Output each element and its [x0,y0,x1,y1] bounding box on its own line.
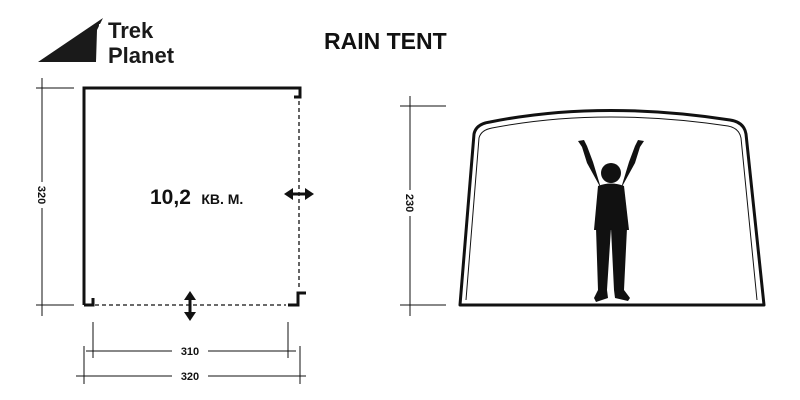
front-view: 230 [400,96,766,316]
floor-area-label: 10,2 КВ. М. [150,186,243,209]
floor-height-dimension: 320 [34,78,74,316]
floor-wall-solid [82,86,302,305]
floor-inner-width-dimension: 310 [86,322,296,359]
floor-outer-width-dimension: 320 [76,346,306,384]
front-height-label: 230 [403,194,415,212]
tent-outline [458,109,766,307]
floor-inner-width-label: 310 [181,346,199,358]
vertical-double-arrow-icon [184,291,196,321]
front-height-dimension: 230 [400,96,446,316]
floor-outer-width-label: 320 [181,371,199,383]
brand-line-1: Trek [108,18,154,43]
page-title: RAIN TENT [324,28,447,54]
floor-height-label: 320 [35,186,47,204]
floor-area-unit: КВ. М. [201,191,243,207]
floor-area-value: 10,2 [150,186,191,209]
brand-logo: Trek Planet [38,18,175,68]
mountain-peak-logo-icon [38,18,103,62]
floor-plan: 10,2 КВ. М. 320 310 320 [34,78,314,384]
brand-line-2: Planet [108,43,175,68]
horizontal-double-arrow-icon [284,188,314,200]
tent-frame-inner [465,116,758,301]
person-silhouette-icon [578,140,644,302]
